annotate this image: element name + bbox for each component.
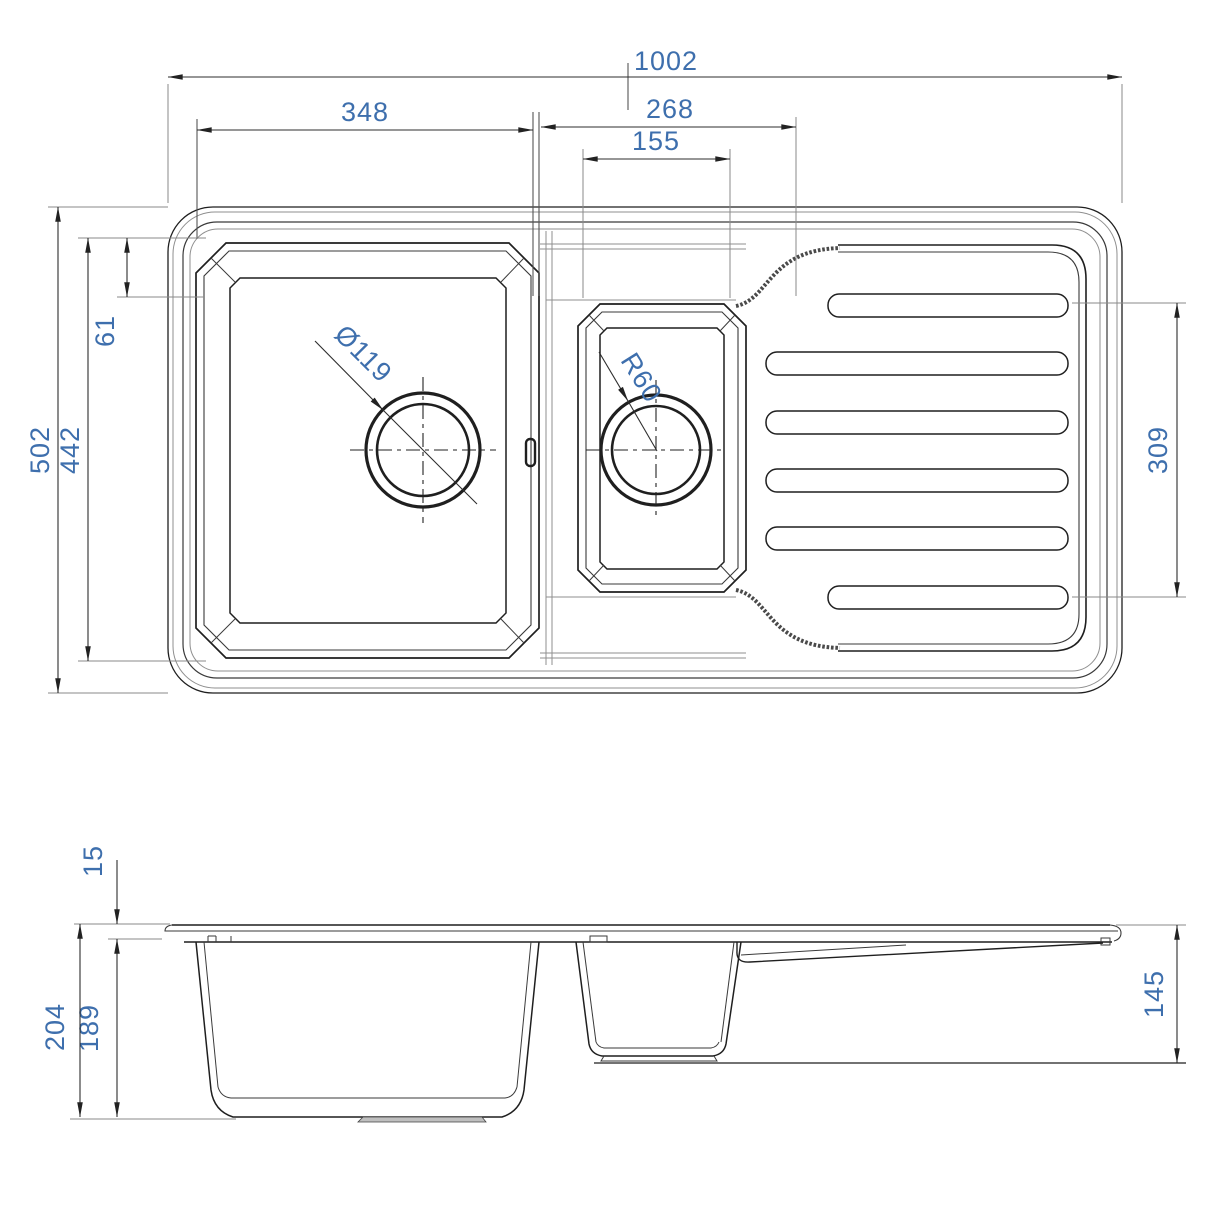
- divider-deck-lines: [540, 231, 746, 665]
- dim-inner-width: 442: [55, 237, 206, 662]
- deck-clips: [207, 935, 1111, 946]
- dim-label-overall-width: 1002: [634, 46, 698, 76]
- dim-drainer-offset: 61: [90, 237, 204, 347]
- drainer-bottom-wave-edge: [735, 588, 841, 650]
- side-view: 15 189 204 145: [40, 845, 1186, 1123]
- dim-label-overall-height: 204: [40, 1003, 70, 1051]
- drainer-top-wave-edge: [735, 246, 841, 308]
- half-bowl: R60: [577, 303, 747, 593]
- dim-label-main-waste: Ø119: [329, 319, 398, 388]
- dim-label-main-bowl-width: 348: [341, 97, 389, 127]
- side-main-bowl: [195, 941, 540, 1123]
- side-half-bowl: [575, 941, 742, 1062]
- dim-rim-height: 15: [74, 845, 170, 940]
- dim-label-inner-width: 442: [55, 426, 85, 474]
- main-waste-circle: [350, 377, 496, 523]
- dim-label-overall-depth: 502: [25, 426, 55, 474]
- dim-label-drainer-end-depth: 145: [1139, 970, 1169, 1018]
- drainer: [735, 244, 1087, 652]
- dim-label-half-bowl-width: 155: [632, 126, 680, 156]
- drainer-groove: [827, 293, 1069, 318]
- plan-view: Ø119 R60: [25, 46, 1186, 694]
- right-edge-step: [1100, 937, 1111, 946]
- dim-main-bowl-width: 348: [196, 97, 540, 296]
- sink-outline: [167, 206, 1123, 694]
- drainer-groove: [765, 526, 1069, 551]
- dim-label-half-bowl-radius: R60: [615, 348, 668, 408]
- dim-label-drainer-grooves-length: 309: [1143, 426, 1173, 474]
- dim-overall-width: 1002: [167, 46, 1123, 203]
- dim-label-half-bowl-section-width: 268: [646, 94, 694, 124]
- dim-drainer-grooves-length: 309: [1072, 302, 1186, 598]
- dim-label-bowl-depth: 189: [74, 1004, 104, 1052]
- main-bowl-base-pad: [357, 1116, 487, 1123]
- dim-half-bowl-width: 155: [582, 126, 731, 298]
- dim-overall-height: 204: [40, 923, 236, 1120]
- overflow-notch-side: [589, 935, 608, 943]
- main-bowl-corner-facets: [210, 257, 525, 644]
- side-drainer-slope: [594, 942, 1186, 1064]
- dim-overall-depth: 502: [25, 206, 168, 694]
- drainer-grooves: [765, 293, 1069, 610]
- side-deck: [164, 924, 1122, 946]
- half-bowl-corner-facets: [588, 314, 736, 582]
- drainer-groove: [827, 585, 1069, 610]
- drainer-groove: [765, 468, 1069, 493]
- drainer-groove: [765, 410, 1069, 435]
- dim-label-drainer-offset: 61: [90, 315, 120, 347]
- dim-drainer-end-depth: 145: [1116, 924, 1186, 1064]
- drainer-groove: [765, 351, 1069, 376]
- dim-label-rim-height: 15: [78, 845, 108, 877]
- main-bowl: Ø119: [195, 242, 540, 659]
- dim-half-bowl-section-width: 268: [540, 94, 797, 296]
- overflow-notch: [524, 437, 537, 468]
